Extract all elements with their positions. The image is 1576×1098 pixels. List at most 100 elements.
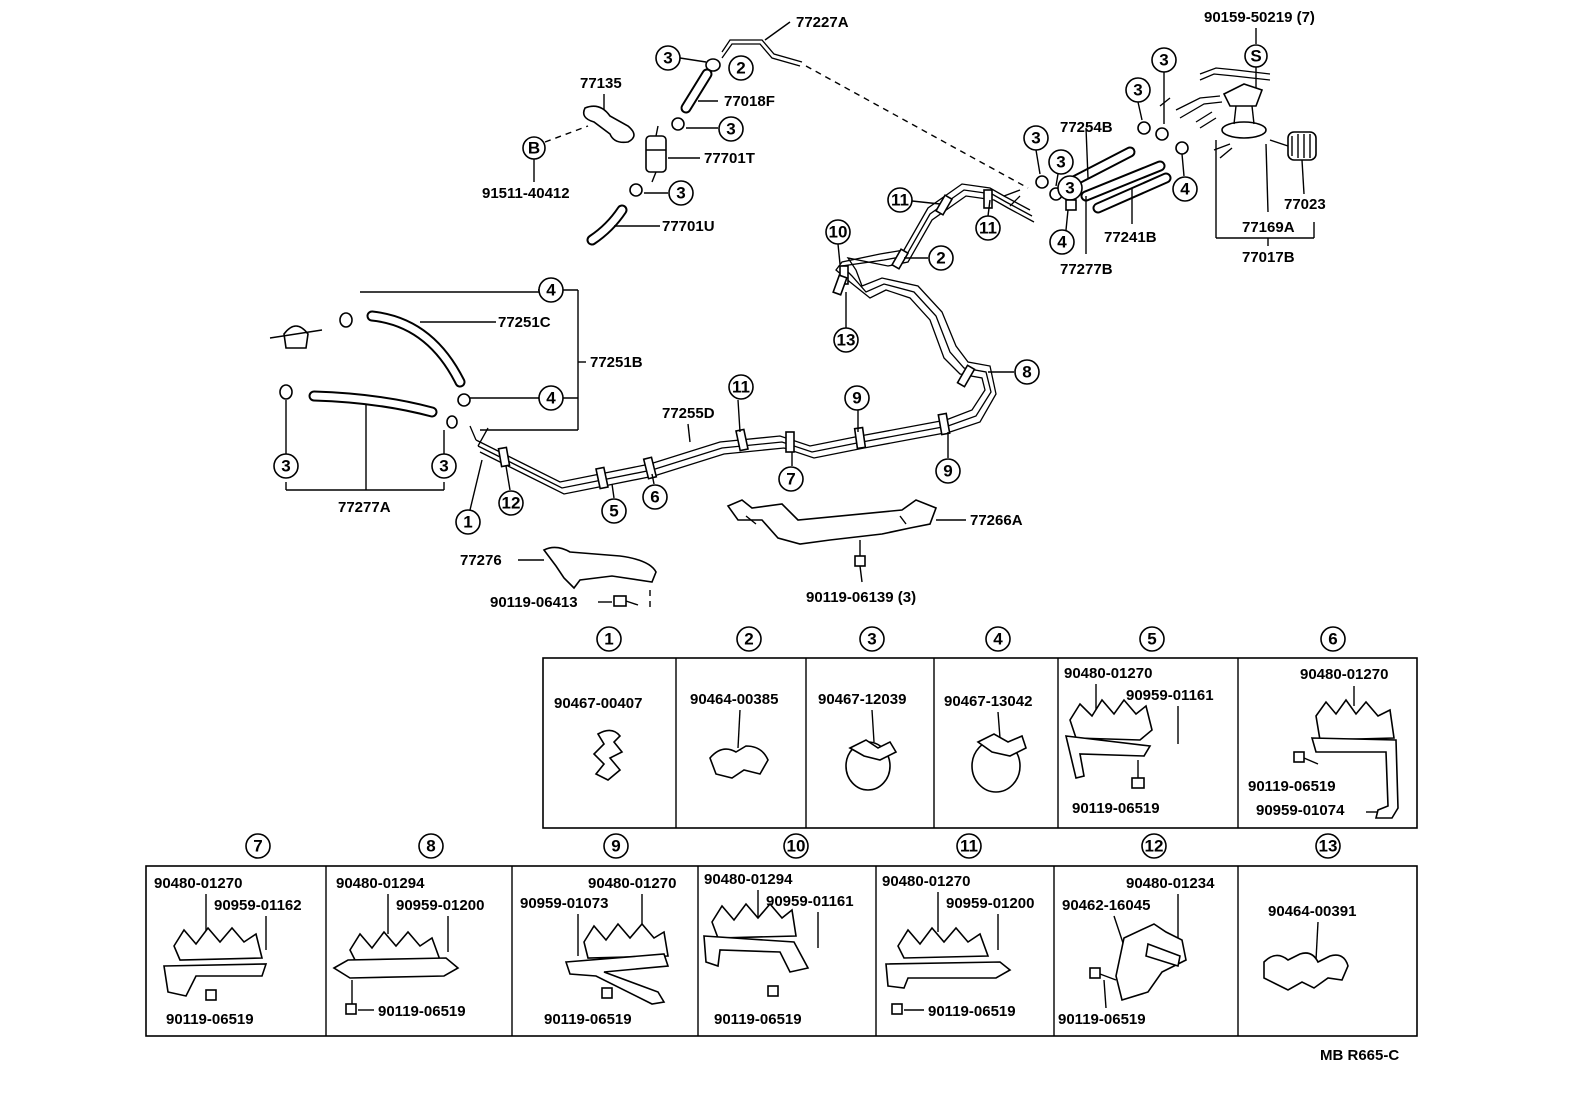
detail-num-3: 3	[867, 630, 876, 649]
callout-letter-s: S	[1250, 47, 1261, 66]
callout-letter-b: B	[528, 139, 540, 158]
callout-3: 3	[726, 120, 735, 139]
detail-6-part-0: 90480-01270	[1300, 666, 1388, 683]
label-77266A: 77266A	[970, 512, 1023, 529]
bracket-group: 77266A 90119-06139 (3) 77276 90119-06413	[460, 499, 1023, 611]
callout-6: 6	[650, 488, 659, 507]
detail-1-part-0: 90467-00407	[554, 695, 642, 712]
label-77254B: 77254B	[1060, 119, 1113, 136]
callout-1: 1	[463, 513, 472, 532]
detail-10-part-1: 90959-01161	[766, 893, 854, 910]
detail-9-part-1: 90480-01270	[588, 875, 676, 892]
detail-num-2: 2	[744, 630, 753, 649]
detail-11-part-1: 90959-01200	[946, 895, 1034, 912]
callout-3: 3	[281, 457, 290, 476]
label-90159-50219: 90159-50219 (7)	[1204, 9, 1315, 26]
diagram-code: MB R665-C	[1320, 1047, 1399, 1064]
detail-num-4: 4	[993, 630, 1003, 649]
callout-9: 9	[852, 389, 861, 408]
detail-12-part-1: 90462-16045	[1062, 897, 1150, 914]
main-fuel-pipes: 11 77255D 9 7 9 8 5 6 12 1 2 10 13	[455, 183, 1040, 535]
callout-3: 3	[676, 184, 685, 203]
callout-3: 3	[1056, 153, 1065, 172]
detail-7-part-2: 90119-06519	[166, 1011, 254, 1028]
callout-10: 10	[829, 223, 848, 242]
callout-2: 2	[936, 249, 945, 268]
callout-3: 3	[439, 457, 448, 476]
label-77241B: 77241B	[1104, 229, 1157, 246]
callout-11: 11	[891, 191, 909, 210]
detail-13-part-0: 90464-00391	[1268, 903, 1356, 920]
detail-8-part-1: 90959-01200	[396, 897, 484, 914]
callout-8: 8	[1022, 363, 1031, 382]
callout-3: 3	[663, 49, 672, 68]
detail-11-part-2: 90119-06519	[928, 1003, 1016, 1020]
detail-num-5: 5	[1147, 630, 1156, 649]
label-77135: 77135	[580, 75, 622, 92]
callout-2: 2	[736, 59, 745, 78]
detail-num-7: 7	[253, 837, 262, 856]
callout-3: 3	[1159, 51, 1168, 70]
callout-11: 11	[979, 219, 997, 238]
label-77277A: 77277A	[338, 499, 391, 516]
callout-11: 11	[732, 378, 750, 397]
callout-9: 9	[943, 462, 952, 481]
label-77169A: 77169A	[1242, 219, 1295, 236]
detail-7-part-1: 90959-01162	[214, 897, 302, 914]
detail-num-9: 9	[611, 837, 620, 856]
detail-5-part-0: 90480-01270	[1064, 665, 1152, 682]
fuel-filter-group: 77227A 3 2 77018F 3 77135 77701T B 915	[482, 14, 1029, 246]
detail-8-part-0: 90480-01294	[336, 875, 425, 892]
detail-num-13: 13	[1319, 837, 1338, 856]
detail-7-part-0: 90480-01270	[154, 875, 242, 892]
label-77251B: 77251B	[590, 354, 643, 371]
detail-5-part-2: 90119-06519	[1072, 800, 1160, 817]
detail-4-part-0: 90467-13042	[944, 693, 1032, 710]
detail-9-part-0: 90959-01073	[520, 895, 608, 912]
callout-4: 4	[1057, 233, 1067, 252]
detail-table-row2: 7 90480-01270 90959-01162 90119-06519 8 …	[145, 833, 1418, 1037]
label-77701T: 77701T	[704, 150, 755, 167]
callout-4: 4	[546, 281, 556, 300]
detail-3-part-0: 90467-12039	[818, 691, 906, 708]
detail-10-part-0: 90480-01294	[704, 871, 793, 888]
detail-num-11: 11	[960, 837, 978, 856]
label-77276: 77276	[460, 552, 502, 569]
callout-3: 3	[1065, 179, 1074, 198]
filler-hose-group: 77251C 77251B 4 4 3 3 77277A	[269, 277, 643, 516]
label-77277B: 77277B	[1060, 261, 1113, 278]
detail-table-row1: 1 90467-00407 2 90464-00385 3 90467-1203…	[542, 626, 1418, 829]
detail-10-part-2: 90119-06519	[714, 1011, 802, 1028]
callout-3: 3	[1031, 129, 1040, 148]
label-77018F: 77018F	[724, 93, 775, 110]
detail-11-part-0: 90480-01270	[882, 873, 970, 890]
detail-8-part-2: 90119-06519	[378, 1003, 466, 1020]
tank-pump-group: 90159-50219 (7) S 77169A 77017B 77023 3	[1023, 9, 1326, 278]
detail-2-part-0: 90464-00385	[690, 691, 778, 708]
label-77227A: 77227A	[796, 14, 849, 31]
detail-5-part-1: 90959-01161	[1126, 687, 1214, 704]
callout-4: 4	[1180, 180, 1190, 199]
label-77017B: 77017B	[1242, 249, 1295, 266]
detail-12-part-2: 90119-06519	[1058, 1011, 1146, 1028]
callout-4: 4	[546, 389, 556, 408]
detail-6-part-2: 90959-01074	[1256, 802, 1345, 819]
label-77251C: 77251C	[498, 314, 551, 331]
detail-12-part-0: 90480-01234	[1126, 875, 1215, 892]
detail-num-10: 10	[787, 837, 806, 856]
callout-5: 5	[609, 502, 618, 521]
callout-13: 13	[837, 331, 856, 350]
detail-6-part-1: 90119-06519	[1248, 778, 1336, 795]
detail-num-12: 12	[1145, 837, 1164, 856]
label-77255D: 77255D	[662, 405, 715, 422]
callout-12: 12	[502, 494, 521, 513]
label-77023: 77023	[1284, 196, 1326, 213]
label-90119-06139: 90119-06139 (3)	[806, 589, 916, 606]
label-90119-06413: 90119-06413	[490, 594, 578, 611]
detail-num-8: 8	[426, 837, 435, 856]
label-91511-40412: 91511-40412	[482, 185, 570, 202]
detail-num-1: 1	[604, 630, 613, 649]
label-77701U: 77701U	[662, 218, 715, 235]
detail-num-6: 6	[1328, 630, 1337, 649]
